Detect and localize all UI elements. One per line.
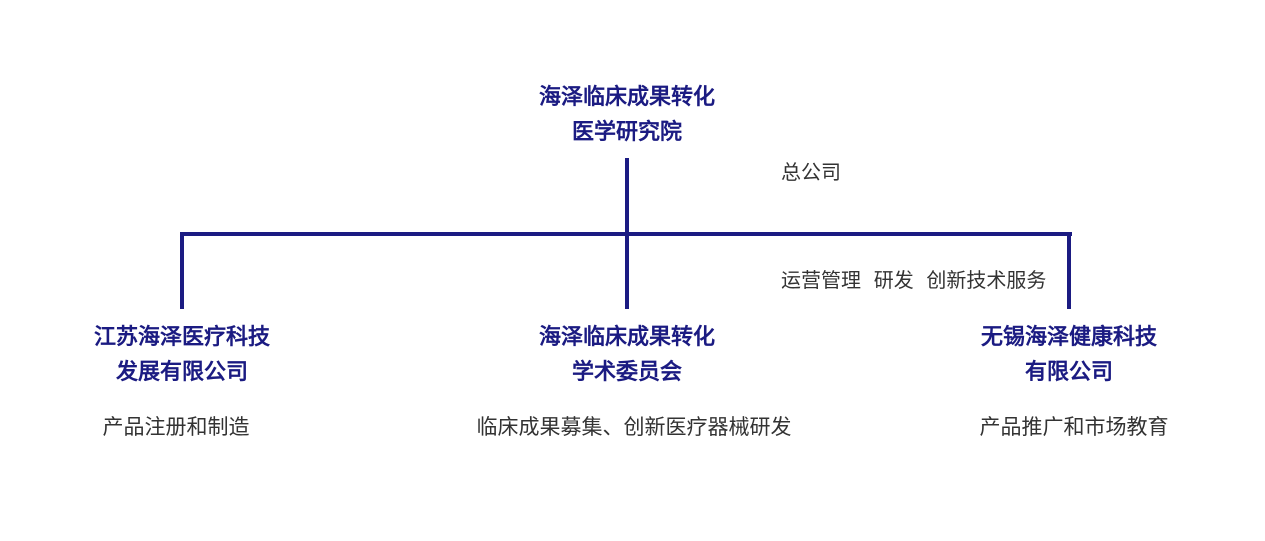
connector-horizontal (180, 232, 1072, 236)
root-note-line2: 运营管理 研发 创新技术服务 (781, 268, 1047, 292)
root-node-title: 海泽临床成果转化 医学研究院 (477, 80, 777, 150)
root-note-line1: 总公司 (781, 160, 841, 184)
root-note: 总公司 运营管理 研发 创新技术服务 (781, 82, 1046, 370)
child-title-line2: 有限公司 (1024, 360, 1113, 385)
child-node-title: 江苏海泽医疗科技 发展有限公司 (32, 320, 332, 390)
connector-left (180, 232, 184, 309)
child-desc: 临床成果募集、创新医疗器械研发 (476, 415, 792, 439)
child-title-line2: 学术委员会 (571, 360, 682, 385)
child-node-title: 无锡海泽健康科技 有限公司 (919, 320, 1219, 390)
connector-right (1067, 232, 1071, 309)
root-title-line2: 医学研究院 (571, 120, 682, 145)
child-desc: 产品推广和市场教育 (979, 415, 1169, 439)
child-title-line2: 发展有限公司 (115, 360, 248, 385)
child-desc: 产品注册和制造 (102, 415, 250, 439)
child-title-line1: 江苏海泽医疗科技 (93, 325, 270, 350)
child-title-line1: 无锡海泽健康科技 (980, 325, 1157, 350)
child-title-line1: 海泽临床成果转化 (538, 325, 715, 350)
child-node-title: 海泽临床成果转化 学术委员会 (477, 320, 777, 390)
root-title-line1: 海泽临床成果转化 (538, 85, 715, 110)
